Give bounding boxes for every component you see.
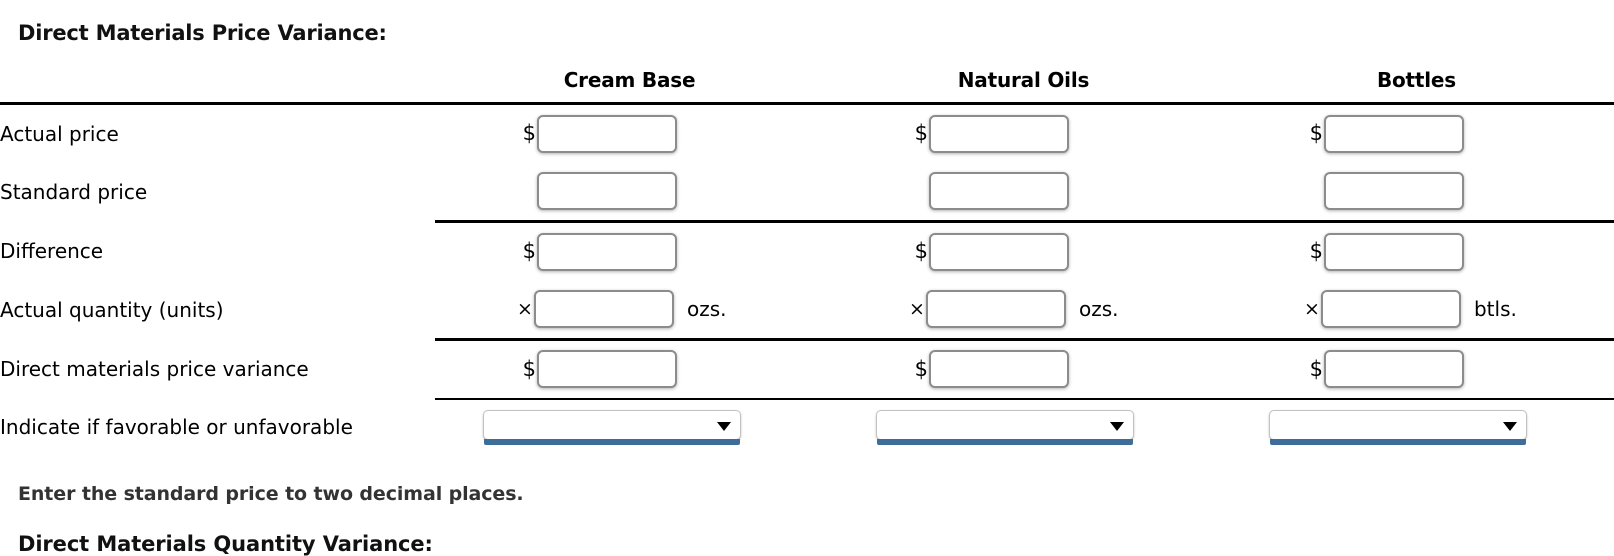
cell-tail-actual-price-bottles bbox=[1532, 102, 1614, 163]
input-price-variance-natural-oils[interactable] bbox=[929, 350, 1069, 389]
cell-difference-cream-base: $ bbox=[435, 220, 746, 281]
row-label-favorable-indicator: Indicate if favorable or unfavorable bbox=[0, 414, 353, 439]
input-price-variance-bottles[interactable] bbox=[1323, 350, 1464, 389]
direct-materials-price-variance-table: Cream Base Natural Oils Bottles Actual p… bbox=[0, 58, 1614, 454]
cell-standard-price-bottles bbox=[1221, 163, 1533, 222]
row-label-difference: Difference bbox=[0, 239, 104, 263]
table-row-price-variance: Direct materials price variance $ $ $ bbox=[0, 338, 1614, 399]
dollar-sign-icon: $ bbox=[1309, 121, 1323, 146]
cell-select-cream-base bbox=[435, 400, 828, 454]
select-underline-natural-oils bbox=[877, 438, 1133, 445]
table-row-actual-price: Actual price $ $ $ bbox=[0, 102, 1614, 163]
row-label-actual-quantity: Actual quantity (units) bbox=[0, 298, 224, 322]
column-header-bottles: Bottles bbox=[1376, 68, 1456, 92]
select-favorable-bottles[interactable] bbox=[1268, 409, 1527, 445]
cell-tail-standard-price-bottles bbox=[1533, 163, 1614, 222]
cell-actual-price-bottles: $ bbox=[1220, 102, 1533, 163]
cell-actual-quantity-bottles: × btls. bbox=[1221, 281, 1533, 340]
cell-select-natural-oils bbox=[828, 400, 1221, 454]
unit-label-bottles: btls. bbox=[1473, 297, 1517, 322]
cell-price-variance-bottles: $ bbox=[1220, 338, 1533, 399]
input-actual-quantity-natural-oils[interactable] bbox=[926, 290, 1066, 329]
cell-tail-difference-natural-oils bbox=[1138, 220, 1221, 281]
instruction-note: Enter the standard price to two decimal … bbox=[18, 483, 524, 505]
row-label-price-variance: Direct materials price variance bbox=[0, 357, 309, 381]
dollar-sign-icon: $ bbox=[1309, 356, 1323, 381]
table-row-actual-quantity: Actual quantity (units) × ozs. × ozs. bbox=[0, 281, 1614, 340]
select-favorable-cream-base[interactable] bbox=[483, 409, 742, 445]
dollar-sign-icon: $ bbox=[914, 121, 928, 146]
input-standard-price-natural-oils[interactable] bbox=[929, 172, 1069, 211]
cell-tail-actual-price-natural-oils bbox=[1138, 102, 1221, 163]
cell-tail-price-variance-bottles bbox=[1532, 338, 1614, 399]
cell-tail-actual-quantity-bottles bbox=[1533, 281, 1614, 340]
cell-standard-price-natural-oils bbox=[828, 163, 1138, 222]
cell-standard-price-cream-base bbox=[435, 163, 745, 222]
table-header-row: Cream Base Natural Oils Bottles bbox=[0, 58, 1614, 104]
column-header-cream-base: Cream Base bbox=[563, 68, 696, 92]
input-price-variance-cream-base[interactable] bbox=[537, 350, 678, 389]
cell-tail-standard-price-cream-base bbox=[745, 163, 828, 222]
input-actual-price-cream-base[interactable] bbox=[537, 114, 678, 153]
cell-price-variance-natural-oils: $ bbox=[828, 338, 1139, 399]
multiply-icon: × bbox=[517, 297, 533, 320]
row-label-standard-price: Standard price bbox=[0, 180, 148, 204]
page-title: Direct Materials Price Variance: bbox=[18, 21, 387, 45]
cell-price-variance-cream-base: $ bbox=[435, 338, 746, 399]
cell-difference-bottles: $ bbox=[1220, 220, 1533, 281]
cell-difference-natural-oils: $ bbox=[828, 220, 1139, 281]
dollar-sign-icon: $ bbox=[522, 239, 537, 264]
row-label-actual-price: Actual price bbox=[0, 102, 436, 163]
input-actual-price-natural-oils[interactable] bbox=[929, 114, 1069, 153]
cell-actual-price-cream-base: $ bbox=[435, 102, 746, 163]
input-actual-quantity-bottles[interactable] bbox=[1320, 290, 1461, 329]
input-standard-price-bottles[interactable] bbox=[1323, 172, 1464, 211]
select-favorable-natural-oils[interactable] bbox=[876, 409, 1134, 445]
dollar-sign-icon: $ bbox=[522, 121, 537, 146]
cell-actual-quantity-natural-oils: × ozs. bbox=[828, 281, 1138, 340]
cell-tail-difference-cream-base bbox=[745, 220, 828, 281]
cell-actual-quantity-cream-base: × ozs. bbox=[435, 281, 745, 340]
input-standard-price-cream-base[interactable] bbox=[537, 172, 678, 211]
cell-actual-price-natural-oils: $ bbox=[828, 102, 1139, 163]
input-difference-natural-oils[interactable] bbox=[929, 232, 1069, 271]
cell-tail-actual-price-cream-base bbox=[745, 102, 828, 163]
input-difference-cream-base[interactable] bbox=[537, 232, 678, 271]
header-spacer bbox=[0, 58, 435, 104]
cell-tail-difference-bottles bbox=[1532, 220, 1614, 281]
input-actual-quantity-cream-base[interactable] bbox=[534, 290, 675, 329]
unit-label-natural-oils: ozs. bbox=[1079, 297, 1119, 322]
input-actual-price-bottles[interactable] bbox=[1323, 114, 1464, 153]
cell-tail-price-variance-cream-base bbox=[745, 338, 828, 399]
table-row-favorable-indicator: Indicate if favorable or unfavorable bbox=[0, 400, 1614, 454]
cell-select-bottles bbox=[1221, 400, 1614, 454]
dollar-sign-icon: $ bbox=[914, 356, 928, 381]
table-row-standard-price: Standard price bbox=[0, 163, 1614, 222]
unit-label-cream-base: ozs. bbox=[687, 297, 727, 322]
select-value-bottles bbox=[1278, 411, 1500, 439]
select-value-natural-oils bbox=[885, 411, 1107, 439]
table-row-difference: Difference $ $ $ bbox=[0, 220, 1614, 281]
cell-tail-price-variance-natural-oils bbox=[1138, 338, 1221, 399]
cell-tail-actual-quantity-cream-base bbox=[745, 281, 828, 340]
select-value-cream-base bbox=[492, 411, 714, 439]
cell-tail-actual-quantity-natural-oils bbox=[1138, 281, 1221, 340]
dollar-sign-icon: $ bbox=[1309, 239, 1323, 264]
dollar-sign-icon: $ bbox=[522, 356, 537, 381]
multiply-icon: × bbox=[909, 297, 925, 320]
select-underline-bottles bbox=[1269, 438, 1526, 445]
select-underline-cream-base bbox=[484, 438, 741, 445]
column-header-natural-oils: Natural Oils bbox=[957, 68, 1090, 92]
multiply-icon: × bbox=[1303, 297, 1320, 320]
next-section-title: Direct Materials Quantity Variance: bbox=[18, 532, 433, 556]
dollar-sign-icon: $ bbox=[914, 239, 928, 264]
cell-tail-standard-price-natural-oils bbox=[1138, 163, 1221, 222]
input-difference-bottles[interactable] bbox=[1323, 232, 1464, 271]
